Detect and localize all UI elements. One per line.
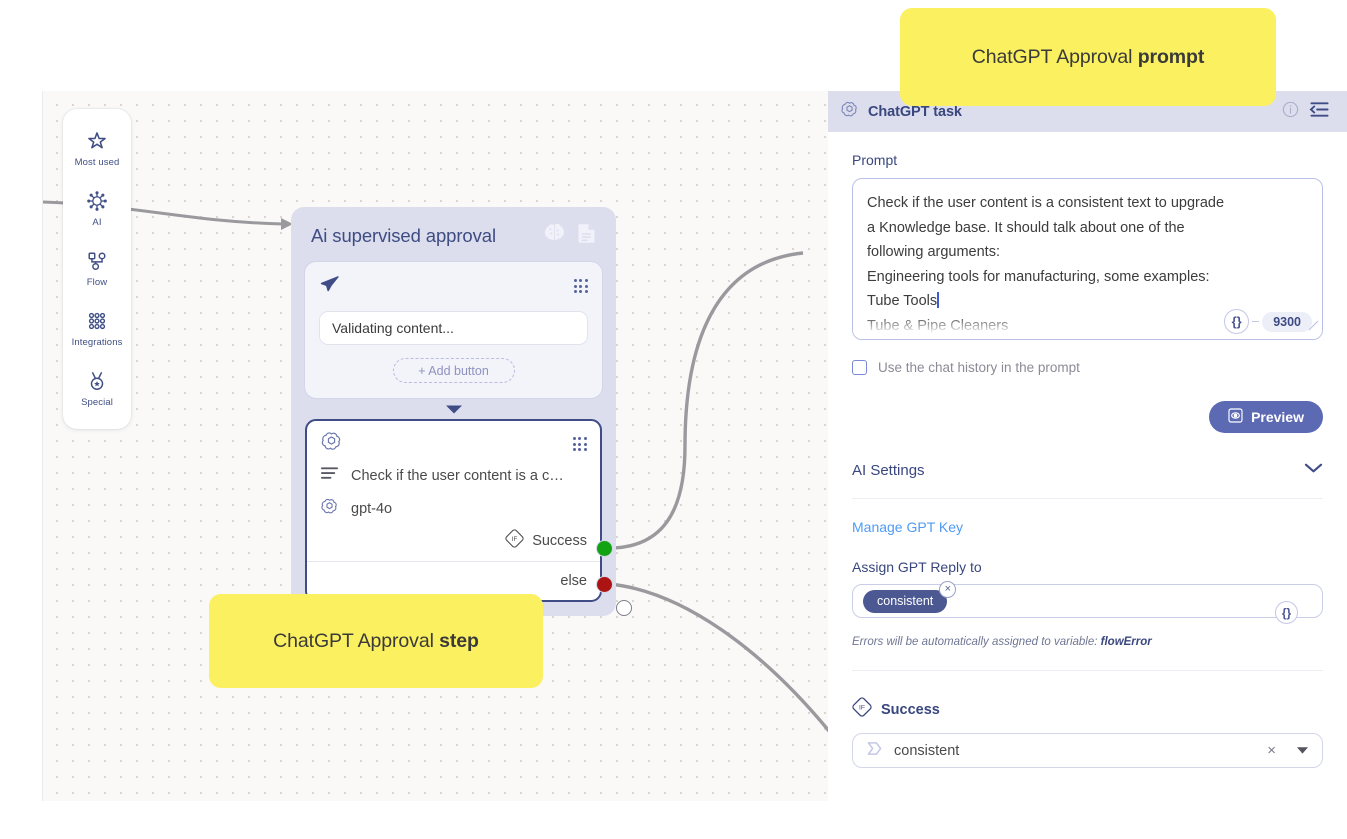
error-note: Errors will be automatically assigned to… [852,636,1323,648]
node-title: Ai supervised approval [311,224,496,246]
preview-button-label: Preview [1251,409,1304,425]
callout-chatgpt-approval-step: ChatGPT Approval step [209,594,543,688]
chevron-down-icon[interactable] [1304,461,1323,479]
callout-text: ChatGPT Approval step [273,629,479,652]
integrations-grid-icon [86,310,108,332]
insert-variable-icon[interactable]: {} [1224,309,1250,334]
ai-settings-section[interactable]: AI Settings [852,461,1323,479]
ai-settings-label: AI Settings [852,461,925,479]
message-card-top [319,275,588,297]
resize-grip-icon[interactable] [1308,318,1319,336]
panel-title: ChatGPT task [868,103,962,120]
divider [852,498,1323,499]
success-section-header: IF Success [852,697,1323,722]
chat-history-row[interactable]: Use the chat history in the prompt [852,360,1323,375]
star-icon [86,130,108,152]
prompt-footer: {} 9300 [1224,309,1312,334]
rail-item-integrations[interactable]: Integrations [63,310,131,348]
rail-item-label: Special [81,397,113,408]
panel-body: Prompt Check if the user content is a co… [828,132,1347,768]
rail-item-most-used[interactable]: Most used [63,130,131,168]
text-caret [937,292,939,309]
rail-item-label: Flow [86,277,108,288]
rail-item-flow[interactable]: Flow [63,250,131,288]
info-icon[interactable] [1281,100,1300,124]
lines-icon [320,466,339,486]
collapse-panel-icon[interactable] [1309,100,1330,124]
callout-chatgpt-approval-prompt: ChatGPT Approval prompt [900,8,1276,106]
send-icon [319,273,341,300]
rail-item-label: Integrations [71,337,123,348]
chatgpt-card[interactable]: Check if the user content is a c… gpt-4o… [305,419,602,602]
add-button-label: + Add button [418,363,489,378]
success-section-label: Success [881,701,940,718]
openai-icon [320,430,343,458]
clear-icon[interactable]: × [1267,742,1276,759]
document-icon[interactable] [576,221,598,250]
if-icon: IF [505,529,524,552]
message-text-value: Validating content... [332,320,454,336]
variable-icon [866,741,883,761]
svg-text:IF: IF [512,536,518,543]
success-variable-select[interactable]: consistent × [852,733,1323,768]
prompt-preview-text: Check if the user content is a c… [351,468,564,484]
medal-icon [86,370,108,392]
if-icon: IF [852,697,872,722]
insert-variable-icon[interactable]: {} [1275,601,1298,624]
chevron-down-icon[interactable] [1296,742,1309,760]
rail-item-label: Most used [74,157,120,168]
model-name: gpt-4o [351,500,393,517]
manage-gpt-key-link[interactable]: Manage GPT Key [852,519,964,535]
chatgpt-card-top [320,430,587,458]
port-add-connection[interactable] [616,600,632,616]
tool-rail: Most used AI [63,109,131,429]
success-variable-value: consistent [894,742,960,759]
message-text-input[interactable]: Validating content... [319,311,588,345]
eye-icon [1228,408,1243,426]
rail-item-ai[interactable]: AI [63,190,131,228]
add-button[interactable]: + Add button [392,358,515,383]
model-row: gpt-4o [320,497,587,520]
else-label: else [560,573,587,589]
else-output-row[interactable]: else [320,562,587,600]
properties-panel: ChatGPT task Prompt Check if the user co… [828,91,1347,839]
divider [852,670,1323,671]
card-divider [307,561,600,562]
error-note-prefix: Errors will be automatically assigned to… [852,636,1101,648]
openai-icon [320,497,339,520]
chat-history-checkbox[interactable] [852,360,867,375]
drag-grip-icon[interactable] [573,278,588,294]
flow-icon [86,250,108,272]
success-output-row[interactable]: IF Success [320,529,587,561]
callout-text: ChatGPT Approval prompt [971,45,1205,68]
error-note-variable: flowError [1100,636,1152,648]
message-card[interactable]: Validating content... + Add button [305,262,602,398]
preview-button[interactable]: Preview [1209,401,1323,433]
assign-reply-label: Assign GPT Reply to [852,559,982,575]
preview-row: Preview [852,401,1323,433]
variable-chip[interactable]: consistent × [863,580,957,613]
brain-icon[interactable] [542,221,566,250]
ai-brain-icon [86,190,108,212]
svg-text:IF: IF [859,705,865,712]
char-count-badge: 9300 [1262,311,1312,332]
openai-icon [840,100,859,124]
rail-item-special[interactable]: Special [63,370,131,408]
assign-reply-input[interactable]: consistent × {} [852,580,1323,624]
rail-item-label: AI [92,217,102,228]
port-else[interactable] [596,576,613,593]
success-label: Success [532,532,587,549]
chat-history-label: Use the chat history in the prompt [878,360,1080,375]
port-success[interactable] [596,540,613,557]
prompt-label: Prompt [852,152,898,168]
prompt-preview-row: Check if the user content is a c… [320,466,587,486]
drag-grip-icon[interactable] [572,436,587,452]
node-header: Ai supervised approval [305,219,602,262]
flow-node-ai-supervised-approval[interactable]: Ai supervised approval [291,207,616,616]
node-expand-caret[interactable] [305,404,602,415]
prompt-textarea[interactable]: Check if the user content is a consisten… [852,178,1323,340]
divider-dash [1252,320,1260,323]
close-icon[interactable]: × [939,580,957,598]
variable-chip-label: consistent [877,594,934,608]
